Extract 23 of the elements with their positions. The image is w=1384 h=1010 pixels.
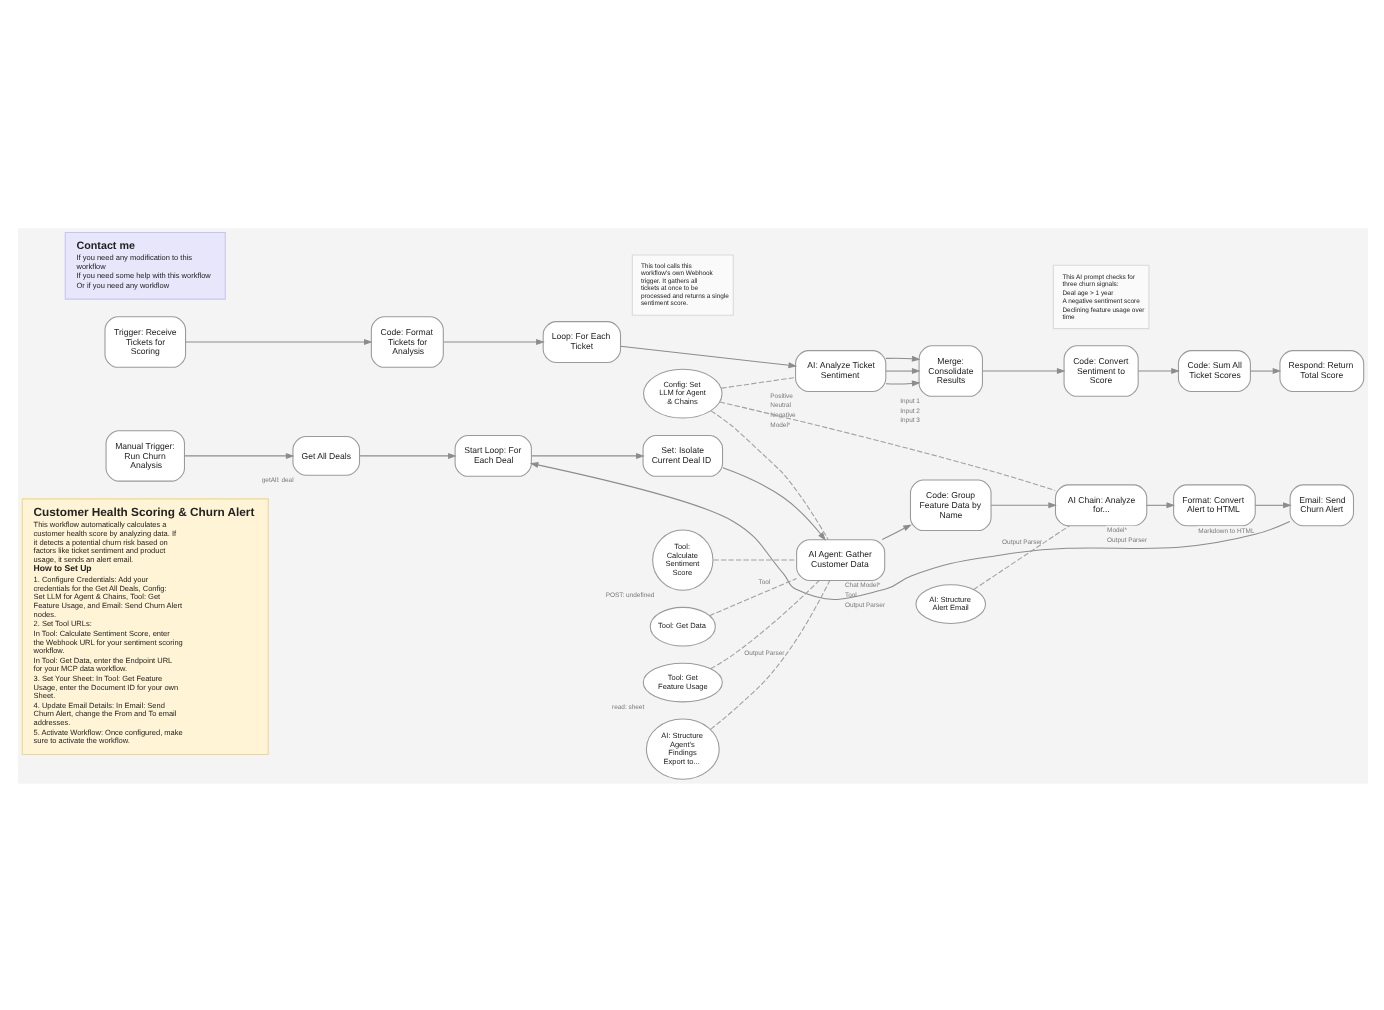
arrow	[358, 451, 456, 458]
arrow	[721, 466, 825, 540]
connector	[709, 579, 819, 669]
arrow	[1145, 501, 1175, 508]
connector	[712, 558, 797, 560]
arrow	[989, 501, 1056, 508]
arrow	[530, 451, 644, 458]
arrow	[1249, 367, 1281, 374]
connector	[708, 577, 796, 616]
arrow	[184, 338, 372, 345]
arrow	[884, 379, 920, 386]
connector	[972, 524, 1069, 590]
connector	[720, 375, 795, 388]
arrow	[619, 344, 797, 368]
arrow	[1253, 501, 1291, 508]
arrow	[1136, 367, 1179, 374]
arrow	[442, 338, 544, 345]
connector	[709, 579, 830, 729]
arrow	[884, 354, 920, 361]
arrow	[880, 523, 911, 540]
arrow	[183, 451, 294, 458]
arrow	[981, 367, 1065, 374]
arrow	[884, 367, 920, 374]
